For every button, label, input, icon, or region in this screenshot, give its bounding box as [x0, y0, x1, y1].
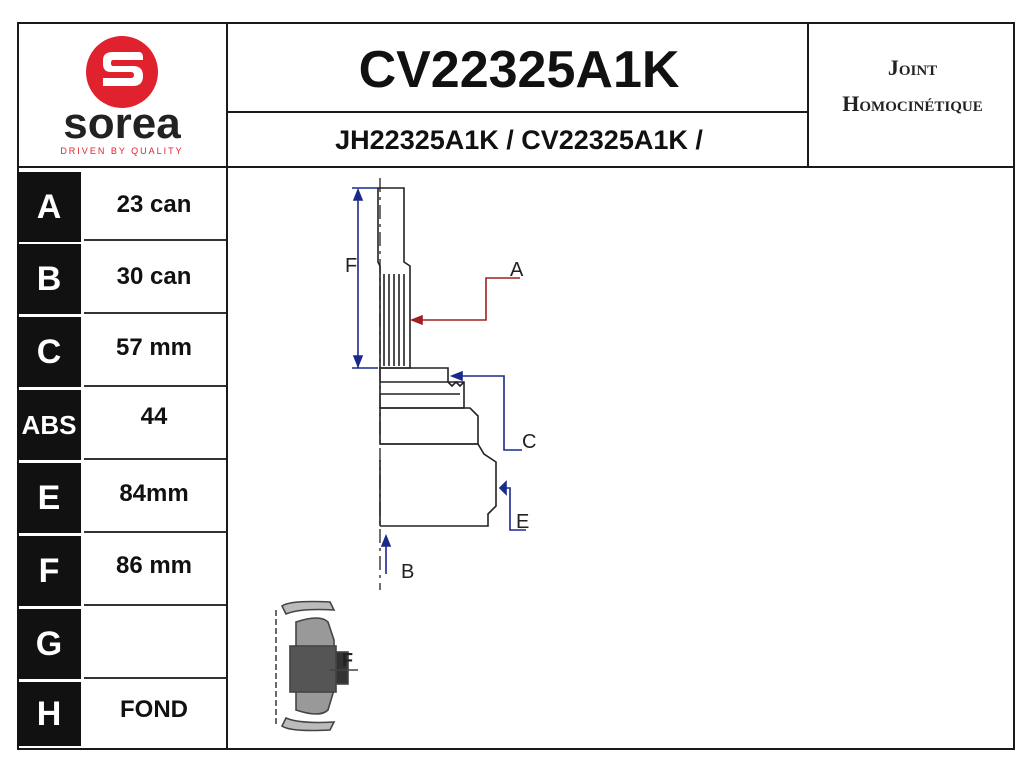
product-type-line2: Homocinétique [842, 91, 983, 116]
product-type: Joint Homocinétique [810, 50, 1015, 122]
pointer-c [449, 370, 522, 451]
header-bottom-line [17, 166, 1015, 168]
pointer-e [498, 480, 526, 531]
row-divider [84, 239, 226, 241]
spec-label-c: C [17, 317, 81, 387]
label-b: B [401, 561, 414, 583]
row-divider [84, 458, 226, 460]
spec-value-f: 86 mm [115, 552, 193, 579]
spec-value-abs: 44 [140, 403, 168, 430]
inset-label-f: F [342, 650, 353, 670]
spec-label-f: F [17, 536, 81, 606]
spec-value-h: FOND [120, 696, 188, 723]
spec-value-g [84, 607, 224, 677]
cross-references: JH22325A1K / CV22325A1K / [335, 125, 703, 155]
pointer-b [380, 533, 392, 574]
spec-value-a: 23 can [116, 191, 192, 218]
cv-joint-diagram: F A C E B F [275, 178, 536, 732]
product-type-line1: Joint [887, 55, 938, 80]
brand-name: sorea [63, 99, 181, 148]
spec-label-g: G [17, 609, 81, 679]
header-divider-left [226, 22, 228, 750]
row-divider [84, 604, 226, 606]
spec-label-b: B [17, 244, 81, 314]
row-divider [84, 312, 226, 314]
label-a: A [510, 259, 524, 281]
brand-tagline: DRIVEN BY QUALITY [60, 146, 183, 156]
spec-value-e: 84mm [119, 480, 189, 507]
boot-inset [275, 600, 358, 732]
label-e: E [516, 511, 529, 533]
spec-value-b: 30 can [116, 263, 192, 290]
row-divider [84, 677, 226, 679]
cv-joint-outline [377, 187, 497, 527]
header-mid-line [228, 111, 808, 113]
label-f: F [345, 255, 357, 277]
brand-logo: sorea DRIVEN BY QUALITY [17, 22, 227, 168]
dimension-f [352, 187, 378, 369]
pointer-a [409, 277, 520, 326]
header-divider-right [807, 22, 809, 168]
row-divider [84, 531, 226, 533]
spec-label-h: H [17, 682, 81, 746]
spec-value-c: 57 mm [115, 334, 193, 361]
sorea-logo-icon: sorea DRIVEN BY QUALITY [60, 36, 183, 156]
spec-label-e: E [17, 463, 81, 533]
spec-label-a: A [17, 172, 81, 242]
label-c: C [522, 431, 536, 453]
part-reference: CV22325A1K [358, 41, 680, 99]
spec-label-abs: ABS [17, 390, 81, 460]
row-divider [84, 385, 226, 387]
